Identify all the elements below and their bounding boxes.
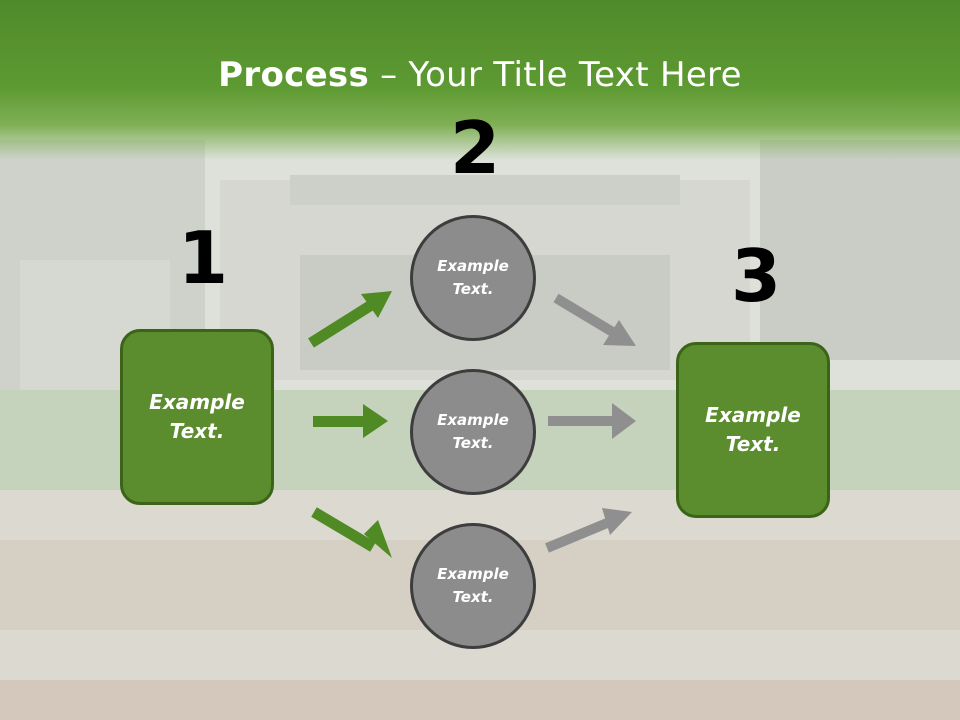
circle-bottom-text: Example Text. — [437, 565, 509, 606]
title-bold: Process — [218, 55, 370, 95]
step-number-2: 2 — [450, 106, 501, 190]
slide-title: Process – Your Title Text Here — [0, 55, 960, 95]
left-box-text: Example Text. — [149, 390, 245, 443]
right-box-text: Example Text. — [705, 403, 801, 456]
title-rest: – Your Title Text Here — [369, 55, 742, 95]
circle-middle-text: Example Text. — [437, 411, 509, 452]
gray-arrow-up — [545, 508, 632, 553]
step-number-1: 1 — [178, 216, 229, 300]
green-arrow-up — [308, 291, 392, 348]
circle-top-text: Example Text. — [437, 257, 509, 298]
gray-arrow-mid — [548, 403, 636, 439]
step-number-3: 3 — [731, 234, 782, 318]
left-step-box: Example Text. — [120, 329, 274, 505]
circle-step-bottom: Example Text. — [410, 523, 536, 649]
title-band — [0, 0, 960, 160]
gray-arrow-down — [553, 293, 636, 346]
circle-step-top: Example Text. — [410, 215, 536, 341]
circle-step-middle: Example Text. — [410, 369, 536, 495]
green-arrow-mid — [313, 404, 388, 438]
right-step-box: Example Text. — [676, 342, 830, 518]
green-arrow-down — [311, 507, 392, 558]
